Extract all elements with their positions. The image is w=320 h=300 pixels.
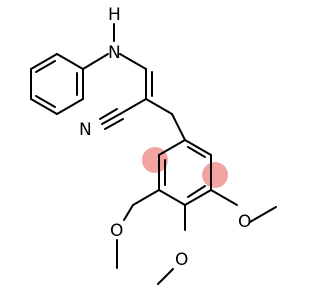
bond [82,53,109,70]
atom-label-h: H [108,5,121,25]
bond [249,206,277,223]
atom-labels: H N N O O O [79,5,251,270]
bond [30,53,58,70]
atom-label-o-left: O [110,221,123,241]
bond-inner [187,146,206,158]
enamine-chain [82,53,186,141]
bond [158,189,186,206]
highlight-disc [202,162,228,188]
atom-label-o-bottom: O [175,250,188,270]
molecule-structure-diagram: H N N O O O [30,5,277,285]
atom-label-n-nitrile: N [79,120,92,140]
bond [145,98,173,115]
bond [56,53,84,70]
bond [123,204,134,221]
bond [210,189,238,206]
trimethoxyphenyl-ring [158,139,212,206]
bond-inner [187,185,206,198]
bond [119,98,147,115]
bond [184,139,212,156]
methoxy-groups [116,189,277,285]
phenyl-ring [30,53,84,115]
bond [184,189,212,206]
atom-label-o-right: O [238,212,251,232]
bond [157,268,174,285]
bond [119,53,147,70]
atom-label-n-amine: N [108,43,121,63]
bond-inner [35,95,56,108]
bond [56,98,84,115]
bond [101,113,121,125]
bond [104,118,124,130]
bond [132,189,160,206]
bond-inner [35,60,56,73]
ring-highlight [142,147,228,188]
bond [99,108,118,120]
bond [158,139,186,156]
bond [30,98,58,115]
bond [171,113,186,141]
